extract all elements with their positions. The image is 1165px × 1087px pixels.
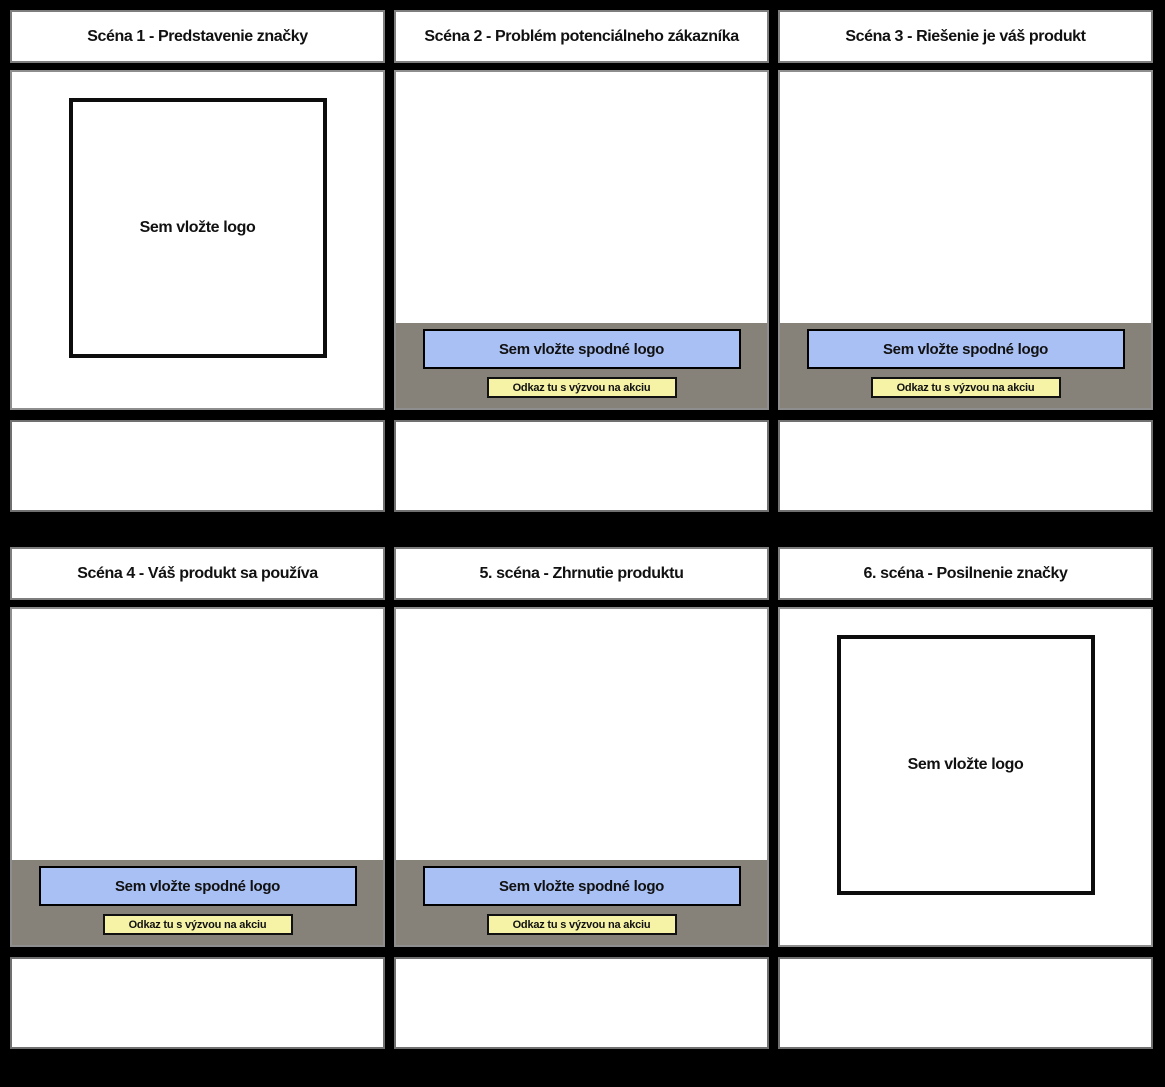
scene-6-title: 6. scéna - Posilnenie značky <box>778 547 1153 600</box>
scene-1-logo-placeholder[interactable]: Sem vložte logo <box>68 98 327 358</box>
scene-1-logo-placeholder-label: Sem vložte logo <box>139 219 256 236</box>
scene-3-canvas[interactable]: Sem vložte spodné logo Odkaz tu s výzvou… <box>778 70 1153 410</box>
scene-2-canvas[interactable]: Sem vložte spodné logo Odkaz tu s výzvou… <box>394 70 769 410</box>
scene-3-bottom-logo-placeholder[interactable]: Sem vložte spodné logo <box>806 329 1125 369</box>
scene-2-bottom-logo-placeholder[interactable]: Sem vložte spodné logo <box>422 329 741 369</box>
scene-4-canvas[interactable]: Sem vložte spodné logo Odkaz tu s výzvou… <box>10 607 385 947</box>
scene-3-title: Scéna 3 - Riešenie je váš produkt <box>778 10 1153 63</box>
scene-5-description-box[interactable] <box>394 957 769 1049</box>
scene-5-canvas[interactable]: Sem vložte spodné logo Odkaz tu s výzvou… <box>394 607 769 947</box>
scene-2-title: Scéna 2 - Problém potenciálneho zákazník… <box>394 10 769 63</box>
scene-4-title: Scéna 4 - Váš produkt sa používa <box>10 547 385 600</box>
scene-1-description-box[interactable] <box>10 420 385 512</box>
scene-cell-2: Scéna 2 - Problém potenciálneho zákazník… <box>394 10 769 512</box>
scene-2-bottom-banner: Sem vložte spodné logo Odkaz tu s výzvou… <box>396 323 767 408</box>
scene-5-bottom-banner: Sem vložte spodné logo Odkaz tu s výzvou… <box>396 860 767 945</box>
scene-4-cta-link[interactable]: Odkaz tu s výzvou na akciu <box>102 914 293 935</box>
scene-3-bottom-banner: Sem vložte spodné logo Odkaz tu s výzvou… <box>780 323 1151 408</box>
scene-cell-5: 5. scéna - Zhrnutie produktu Sem vložte … <box>394 547 769 1049</box>
scene-6-logo-placeholder-label: Sem vložte logo <box>907 756 1024 773</box>
scene-cell-3: Scéna 3 - Riešenie je váš produkt Sem vl… <box>778 10 1153 512</box>
scene-cell-4: Scéna 4 - Váš produkt sa používa Sem vlo… <box>10 547 385 1049</box>
scene-4-bottom-logo-placeholder[interactable]: Sem vložte spodné logo <box>38 866 357 906</box>
scene-5-bottom-logo-placeholder[interactable]: Sem vložte spodné logo <box>422 866 741 906</box>
scene-3-description-box[interactable] <box>778 420 1153 512</box>
scene-1-title: Scéna 1 - Predstavenie značky <box>10 10 385 63</box>
scene-6-description-box[interactable] <box>778 957 1153 1049</box>
scene-4-description-box[interactable] <box>10 957 385 1049</box>
scene-3-cta-link[interactable]: Odkaz tu s výzvou na akciu <box>870 377 1061 398</box>
scene-5-title: 5. scéna - Zhrnutie produktu <box>394 547 769 600</box>
scene-cell-6: 6. scéna - Posilnenie značky Sem vložte … <box>778 547 1153 1049</box>
scene-5-cta-link[interactable]: Odkaz tu s výzvou na akciu <box>486 914 677 935</box>
scene-cell-1: Scéna 1 - Predstavenie značky Sem vložte… <box>10 10 385 512</box>
scene-2-cta-link[interactable]: Odkaz tu s výzvou na akciu <box>486 377 677 398</box>
scene-1-canvas[interactable]: Sem vložte logo <box>10 70 385 410</box>
scene-2-description-box[interactable] <box>394 420 769 512</box>
storyboard-grid: Scéna 1 - Predstavenie značky Sem vložte… <box>10 10 1153 1049</box>
scene-6-canvas[interactable]: Sem vložte logo <box>778 607 1153 947</box>
scene-4-bottom-banner: Sem vložte spodné logo Odkaz tu s výzvou… <box>12 860 383 945</box>
scene-6-logo-placeholder[interactable]: Sem vložte logo <box>836 635 1095 895</box>
